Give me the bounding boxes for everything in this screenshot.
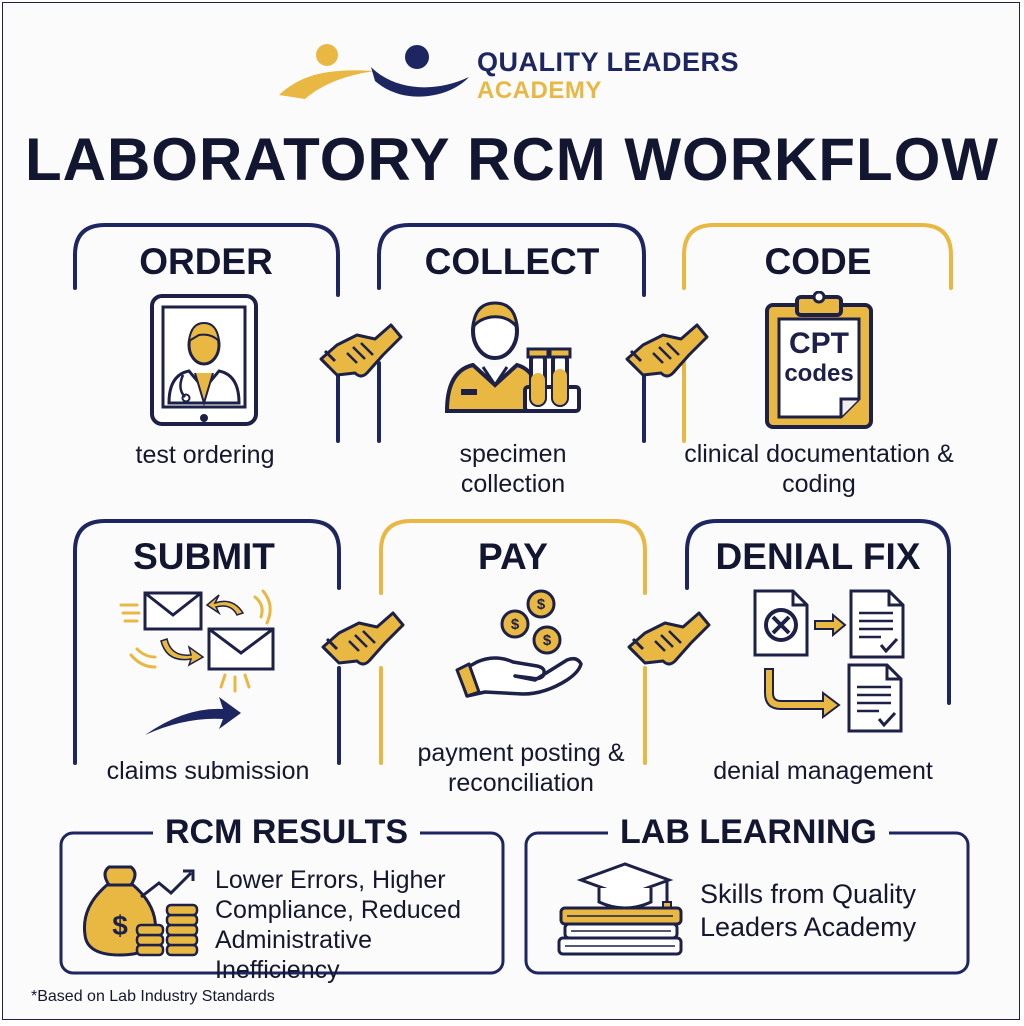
results-text: Lower Errors, Higher Compliance, Reduced… — [215, 866, 461, 984]
step-caption-pay: payment posting & reconciliation — [417, 739, 625, 797]
clipboard-cpt-label: CPT — [789, 327, 849, 360]
step-title-code: CODE — [764, 241, 872, 282]
results-title: RCM RESULTS — [153, 813, 421, 852]
svg-text:$: $ — [112, 910, 128, 941]
step-title-submit: SUBMIT — [133, 536, 275, 577]
step-caption-denial: denial management — [713, 757, 933, 785]
page-title: LABORATORY RCM WORKFLOW — [24, 126, 999, 193]
documents-correction-icon — [753, 589, 905, 733]
learning-title: LAB LEARNING — [608, 813, 889, 852]
coins-hand-icon: $ $ $ — [455, 589, 583, 698]
step-title-pay: PAY — [478, 536, 548, 577]
svg-text:$: $ — [537, 596, 546, 613]
svg-text:$: $ — [543, 632, 552, 649]
clipboard-codes-label: codes — [784, 360, 853, 387]
books-graduation-cap-icon — [557, 862, 683, 956]
doctor-tablet-icon — [150, 294, 258, 426]
money-bag-growth-icon: $ — [82, 865, 199, 957]
handshake-icon — [319, 323, 403, 378]
step-caption-order: test ordering — [135, 441, 275, 469]
footnote: *Based on Lab Industry Standards — [31, 988, 275, 1005]
people-swoosh-icon — [279, 44, 469, 99]
step-title-collect: COLLECT — [424, 241, 600, 282]
brand-name: QUALITY LEADERS — [477, 47, 740, 77]
step-caption-collect: specimen collection — [459, 440, 567, 498]
brand-subname: ACADEMY — [477, 77, 602, 104]
clipboard-cpt-icon: CPT codes — [765, 291, 873, 429]
handshake-icon — [625, 323, 709, 378]
step-title-denial: DENIAL FIX — [715, 536, 921, 577]
brand-logo: QUALITY LEADERS ACADEMY — [275, 41, 765, 107]
handshake-icon — [627, 611, 711, 666]
svg-text:$: $ — [511, 616, 520, 633]
envelopes-exchange-icon — [119, 589, 275, 735]
technician-test-tubes-icon — [444, 301, 581, 413]
step-title-order: ORDER — [139, 241, 273, 282]
learning-text: Skills from Quality Leaders Academy — [700, 879, 917, 942]
handshake-icon — [321, 611, 405, 666]
step-caption-submit: claims submission — [106, 757, 310, 785]
step-caption-code: clinical documentation & coding — [684, 440, 954, 498]
